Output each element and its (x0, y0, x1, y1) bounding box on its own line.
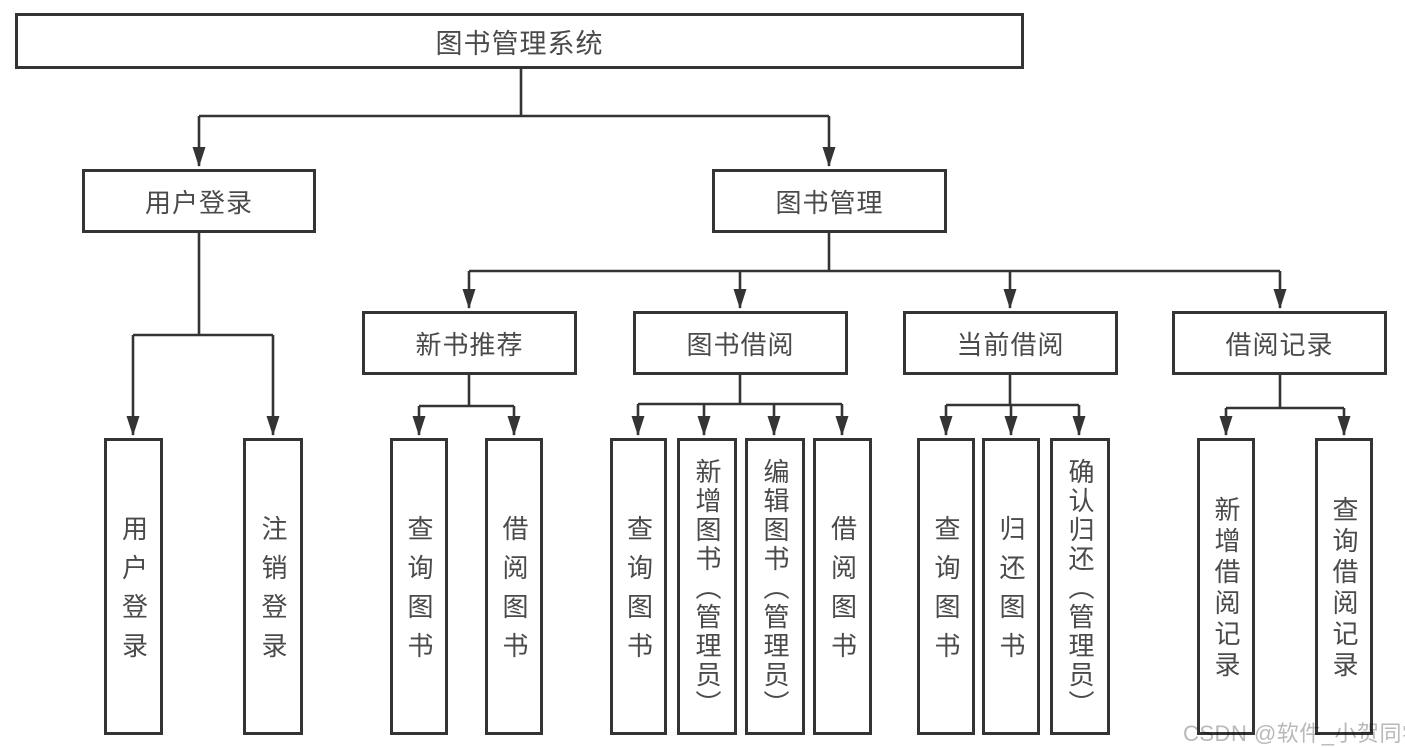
node-label: 当前借阅 (956, 329, 1065, 360)
node-borrowing-records: 借阅记录 (1172, 311, 1387, 375)
leaf-label: 编辑图书（管理员） (760, 457, 790, 719)
connector-current-borrowing-to-leaves (939, 375, 1086, 436)
node-label: 图书管理系统 (435, 28, 604, 59)
leaf-query-borrow-record: 查询借阅记录 (1315, 438, 1373, 735)
leaf-return-books: 归还图书 (982, 438, 1040, 735)
node-label: 图书管理 (775, 187, 884, 218)
node-label: 图书借阅 (686, 329, 795, 360)
csdn-watermark: CSDN @软件_小贺同学 (1183, 721, 1405, 746)
node-current-borrowing: 当前借阅 (903, 311, 1118, 375)
leaf-label: 新增图书（管理员） (692, 457, 722, 719)
leaf-edit-books-admin: 编辑图书（管理员） (745, 438, 805, 735)
connector-user-login-to-leaves (126, 233, 280, 436)
leaf-label: 查询借阅记录 (1329, 496, 1359, 682)
leaf-label: 归还图书 (996, 515, 1026, 671)
leaf-label: 借阅图书 (499, 515, 529, 671)
connector-book-management-to-level3 (462, 233, 1287, 309)
leaf-borrow-books: 借阅图书 (813, 438, 872, 735)
connector-borrowing-records-to-leaves (1219, 375, 1351, 436)
leaf-label: 注销登录 (258, 515, 288, 671)
node-book-borrowing: 图书借阅 (633, 311, 848, 375)
leaf-add-books-admin: 新增图书（管理员） (677, 438, 737, 735)
leaf-label: 确认归还（管理员） (1065, 457, 1095, 719)
leaf-label: 查询图书 (931, 515, 961, 671)
leaf-query-books-current: 查询图书 (917, 438, 975, 735)
node-label: 借阅记录 (1225, 329, 1334, 360)
leaf-label: 新增借阅记录 (1211, 496, 1241, 682)
leaf-borrow-books-recommend: 借阅图书 (485, 438, 543, 735)
connector-root-to-level2 (192, 68, 836, 167)
node-label: 新书推荐 (415, 329, 524, 360)
leaf-query-books-recommend: 查询图书 (390, 438, 448, 735)
leaf-confirm-return-admin: 确认归还（管理员） (1050, 438, 1110, 735)
node-label: 用户登录 (144, 187, 253, 218)
leaf-label: 借阅图书 (827, 515, 858, 671)
connector-book-borrowing-to-leaves (631, 375, 849, 436)
leaf-add-borrow-record: 新增借阅记录 (1197, 438, 1255, 735)
node-library-management-system: 图书管理系统 (15, 13, 1024, 69)
leaf-label: 用户登录 (118, 515, 149, 671)
node-new-book-recommendation: 新书推荐 (362, 311, 577, 375)
node-book-management: 图书管理 (712, 169, 947, 233)
connector-new-book-recommendation-to-leaves (412, 375, 521, 436)
leaf-label: 查询图书 (623, 515, 654, 671)
leaf-logout: 注销登录 (243, 438, 303, 735)
leaf-label: 查询图书 (404, 515, 434, 671)
node-user-login: 用户登录 (82, 169, 316, 233)
leaf-query-books-borrowing: 查询图书 (610, 438, 667, 735)
leaf-user-login: 用户登录 (104, 438, 163, 735)
